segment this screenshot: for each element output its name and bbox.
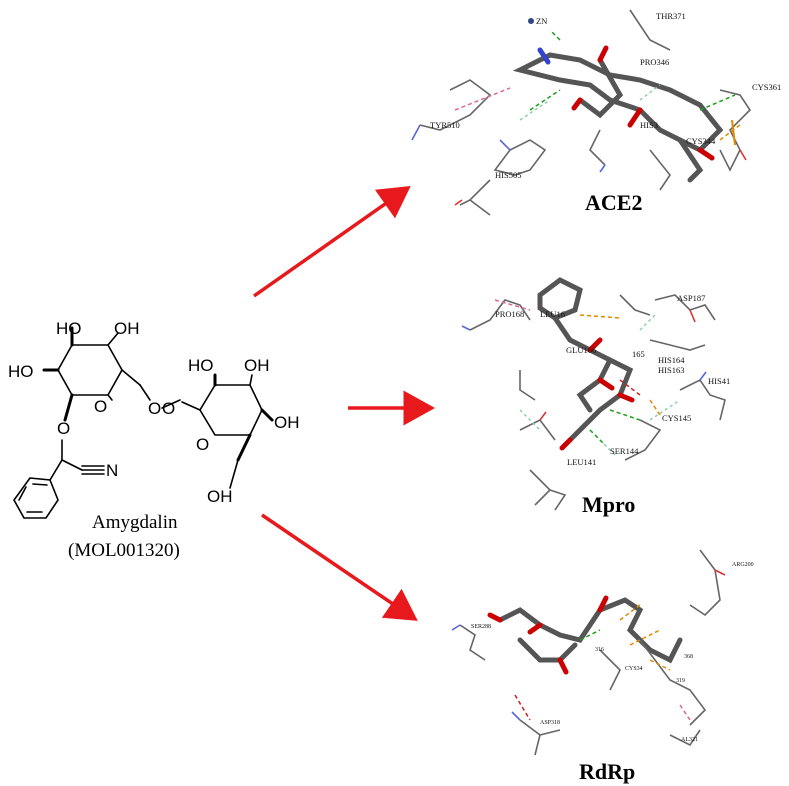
residue-label: THR371 <box>656 11 686 21</box>
arrows <box>252 185 435 621</box>
mpro-panel: ASP187 PRO168 LEU16 GLU166 165 HIS164 HI… <box>461 277 730 517</box>
residue-label: 319 <box>676 678 685 684</box>
residue-label: ASP318 <box>540 720 560 726</box>
residue-label: PRO346 <box>640 57 669 67</box>
residue-label: TYR510 <box>430 120 460 130</box>
residue-label: HIS505 <box>495 170 521 180</box>
residue-label: SER144 <box>610 446 639 456</box>
atom-oh-1: OH <box>114 319 140 338</box>
residue-label: ASP187 <box>677 293 705 303</box>
target-label-rdrp: RdRp <box>579 759 635 784</box>
bond-c-ph <box>49 459 63 481</box>
residue-label: LEU141 <box>567 457 596 467</box>
atom-o-ring-2: O <box>196 435 209 454</box>
residue-label: ZN <box>536 16 547 26</box>
residue-label: LEU16 <box>540 309 565 319</box>
residue-label: 316 <box>595 647 604 653</box>
atom-oh-3: OH <box>274 413 300 432</box>
residue-label: HIS163 <box>658 365 684 375</box>
atom-n: N <box>106 461 118 480</box>
glucose-ring-left <box>42 326 151 422</box>
bond-c-cn <box>61 459 83 471</box>
residue-label: HIS3 <box>640 120 658 130</box>
phenyl-ring <box>13 477 59 519</box>
residue-label: CYS34 <box>625 666 643 672</box>
residue-label: CYS361 <box>752 82 781 92</box>
rdrp-panel: ARG200 SER288 316 CYS34 368 319 ASP318 A… <box>451 549 754 784</box>
residue-label: GLU166 <box>566 345 596 355</box>
ace2-panel: ZN THR371 PRO346 CYS361 TYR510 HIS3 CYS3… <box>411 9 781 216</box>
residue-label: 368 <box>684 654 693 660</box>
residue-label: CYS145 <box>662 413 691 423</box>
residue-label: PRO168 <box>495 309 524 319</box>
amygdalin-structure: HO OH HO O O HO OH OH O O OH O N <box>8 319 300 561</box>
glucose-ring-right <box>181 373 274 489</box>
residue-label: AL321 <box>681 737 698 743</box>
residue-label: 165 <box>632 349 645 359</box>
atom-ho-3: HO <box>188 356 214 375</box>
atom-ho-1: HO <box>56 319 82 338</box>
red-arrow-icon <box>252 185 411 298</box>
atom-oh-5: OH <box>207 487 233 506</box>
target-label-ace2: ACE2 <box>585 190 642 215</box>
molecule-id: (MOL001320) <box>68 540 180 561</box>
residue-label: SER288 <box>471 624 491 630</box>
residue-label: HIS41 <box>708 376 730 386</box>
residue-label: CYS344 <box>686 136 716 146</box>
atom-o-cyan: O <box>57 419 70 438</box>
glycosidic-bond <box>161 399 181 409</box>
target-label-mpro: Mpro <box>582 492 635 517</box>
atom-oh-2: OH <box>244 356 270 375</box>
atom-ho-2: HO <box>8 362 34 381</box>
residue-label: HIS164 <box>658 355 685 365</box>
atom-o-gly: O <box>162 399 175 418</box>
atom-o-link: O <box>148 399 161 418</box>
atom-o-ring-1: O <box>94 397 107 416</box>
residue-label: ARG200 <box>732 562 754 568</box>
molecule-name: Amygdalin <box>92 512 178 533</box>
red-arrow-icon <box>261 513 418 621</box>
